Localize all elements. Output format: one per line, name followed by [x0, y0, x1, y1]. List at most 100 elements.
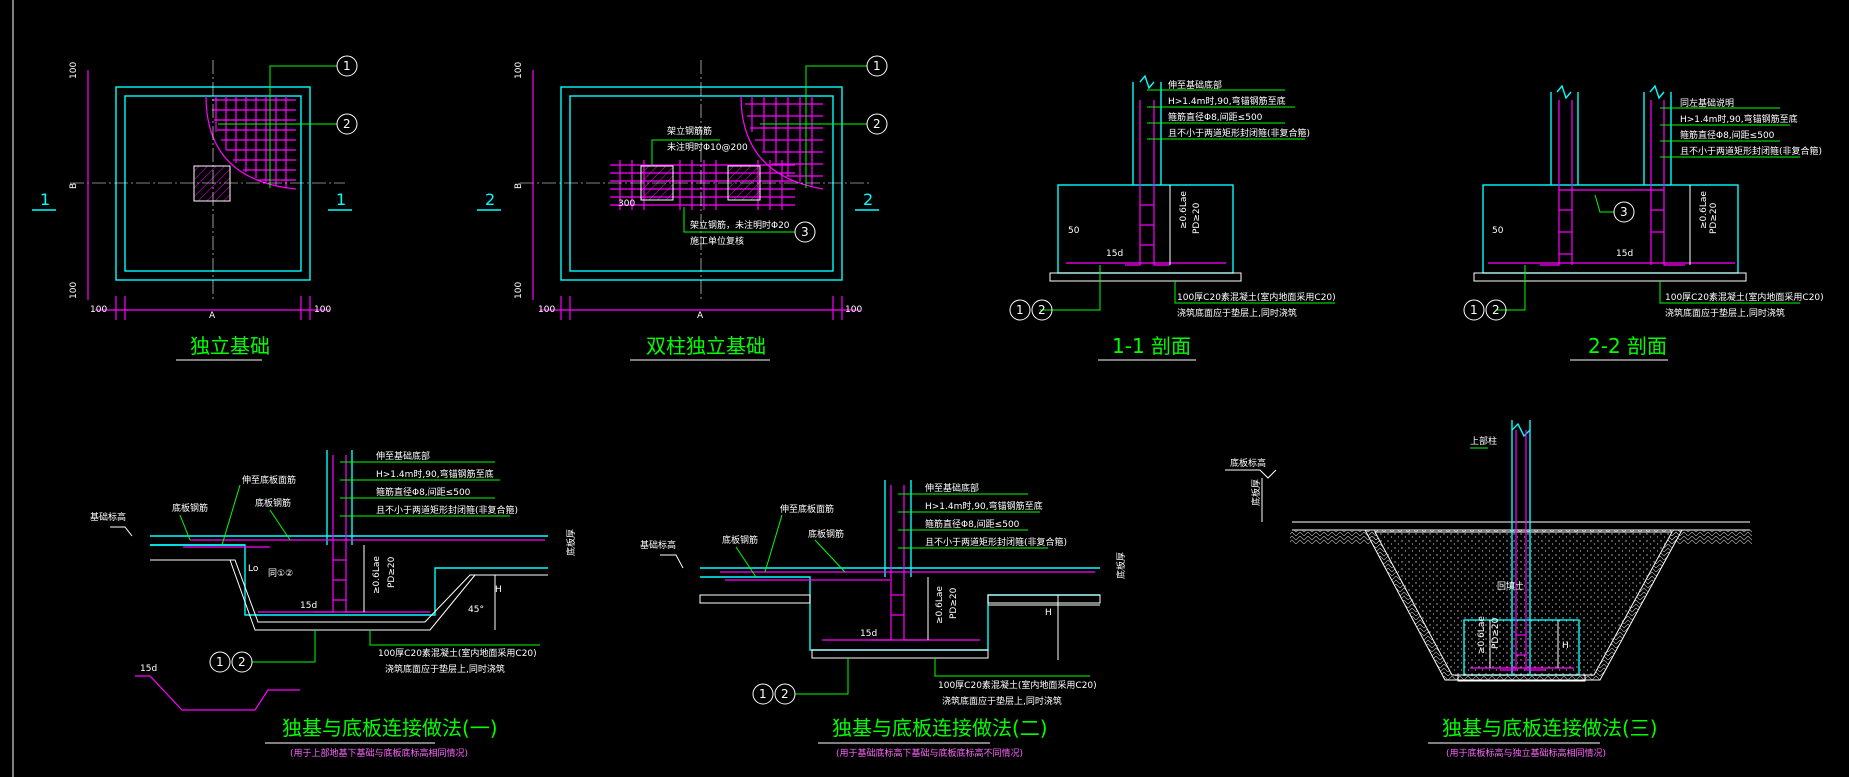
- conn2-h: H: [1045, 608, 1052, 618]
- sec11-note-1: 伸至基础底部: [1168, 79, 1222, 91]
- conn3-h: H: [1562, 641, 1569, 651]
- conn3-lae: ≥0.6Lae: [1477, 616, 1487, 654]
- plan2-note-d: 施工单位复核: [690, 235, 744, 247]
- conn3-label-2: 底板标高: [1230, 457, 1266, 469]
- plan1-callout-2: 2: [343, 117, 351, 131]
- conn1-callout-1: 1: [216, 655, 224, 669]
- conn1-lo: Lo: [248, 564, 259, 574]
- section-1-1: ≥0.6Lae PD≥20 50 15d 伸至基础底部 H>1.4m时,90,弯…: [1009, 74, 1336, 361]
- plan2-title: 双柱独立基础: [646, 334, 766, 358]
- plan-isolated-footing: 100 100 A 100 100 B 1 1 1 2 独立基础: [32, 55, 358, 361]
- plan2-dim-left: 100: [538, 305, 555, 315]
- sec11-note-4: 且不小于两道矩形封闭箍(非复合箍): [1168, 127, 1310, 139]
- plan2-callout-2: 2: [873, 117, 881, 131]
- plan1-callout-1: 1: [343, 59, 351, 73]
- conn3-pd: PD≥20: [1491, 617, 1501, 649]
- conn1-callout-2: 2: [238, 655, 246, 669]
- conn2-thk: 底板厚: [1115, 552, 1127, 579]
- sec11-pd: PD≥20: [1192, 202, 1202, 234]
- plan2-note-a: 架立钢筋筋: [667, 125, 712, 137]
- plan1-dim-height: B: [69, 183, 79, 189]
- conn1-lae: ≥0.6Lae: [372, 556, 382, 594]
- conn2-note-2: H>1.4m时,90,弯锚钢筋至底: [925, 500, 1043, 512]
- plan1-title: 独立基础: [190, 334, 270, 358]
- conn2-callout-2: 2: [781, 687, 789, 701]
- conn1-label-1: 基础标高: [90, 511, 126, 523]
- plan1-dim-right: 100: [314, 305, 331, 315]
- conn2-label-2: 底板钢筋: [722, 534, 758, 546]
- section-2-2: ≥0.6Lae PD≥20 50 15d 同左基础说明 H>1.4m时,90,弯…: [1463, 84, 1824, 361]
- conn2-note-6: 浇筑底面应于垫层上,同时浇筑: [942, 695, 1062, 707]
- connection-detail-2: ≥0.6Lae PD≥20 15d H 底板厚 基础标高 底板钢筋 伸至底板面筋…: [640, 480, 1127, 759]
- sec11-d50: 50: [1068, 226, 1080, 236]
- conn2-d15: 15d: [860, 629, 877, 639]
- sec11-lae: ≥0.6Lae: [1179, 191, 1189, 229]
- conn1-label-2: 底板钢筋: [172, 502, 208, 514]
- sec22-note-4: 且不小于两道矩形封闭箍(非复合箍): [1680, 145, 1822, 157]
- conn2-note-3: 箍筋直径Φ8,间距≤500: [925, 518, 1020, 530]
- conn1-note-4: 且不小于两道矩形封闭箍(非复合箍): [376, 504, 518, 516]
- conn3-subtitle: (用于底板标高与独立基础标高相同情况): [1446, 747, 1606, 759]
- sec22-callout-3: 3: [1620, 205, 1628, 219]
- plan1-dim-top: 100: [69, 62, 79, 79]
- conn1-d15b: 15d: [140, 664, 157, 674]
- conn3-label-1: 上部柱: [1470, 435, 1497, 447]
- sec22-lae: ≥0.6Lae: [1699, 191, 1709, 229]
- plan2-dim-top: 100: [514, 62, 524, 79]
- conn1-same: 同①②: [268, 568, 293, 579]
- sec22-d15: 15d: [1616, 249, 1633, 259]
- sec11-note-5: 100厚C20素混凝土(室内地面采用C20): [1177, 291, 1336, 303]
- plan2-callout-3: 3: [801, 225, 809, 239]
- conn1-title: 独基与底板连接做法(一): [282, 716, 498, 740]
- sec11-title: 1-1 剖面: [1112, 334, 1191, 358]
- plan-double-column-footing: 100 100 A 100 100 B 2 2 300 架立钢筋筋 未注明时Φ1…: [477, 55, 888, 361]
- plan1-section-left: 1: [40, 190, 50, 209]
- sec11-note-6: 浇筑底面应于垫层上,同时浇筑: [1177, 307, 1297, 319]
- conn1-angle: 45°: [468, 605, 484, 615]
- plan1-dim-bottom: 100: [69, 282, 79, 299]
- plan2-note-c: 架立钢筋，未注明时Φ20: [690, 219, 790, 231]
- plan1-dim-left: 100: [90, 305, 107, 315]
- sec11-note-2: H>1.4m时,90,弯锚钢筋至底: [1168, 95, 1286, 107]
- sec22-note-1: 同左基础说明: [1680, 97, 1734, 109]
- plan2-dim-width: A: [697, 311, 704, 321]
- sec22-note-6: 浇筑底面应于垫层上,同时浇筑: [1665, 307, 1785, 319]
- plan2-section-right: 2: [863, 190, 873, 209]
- sec22-pd: PD≥20: [1709, 202, 1719, 234]
- conn1-d15: 15d: [300, 601, 317, 611]
- sec11-note-3: 箍筋直径Φ8,间距≤500: [1168, 111, 1263, 123]
- sec22-note-5: 100厚C20素混凝土(室内地面采用C20): [1665, 291, 1824, 303]
- sec22-note-3: 箍筋直径Φ8,间距≤500: [1680, 129, 1775, 141]
- conn1-note-3: 箍筋直径Φ8,间距≤500: [376, 486, 471, 498]
- plan2-section-left: 2: [485, 190, 495, 209]
- conn2-title: 独基与底板连接做法(二): [832, 716, 1048, 740]
- plan2-callout-1: 1: [873, 59, 881, 73]
- plan2-dim-right: 100: [845, 305, 862, 315]
- connection-detail-1: ≥0.6Lae PD≥20 15d Lo 同①② H 45° 底板厚 基础标高 …: [90, 450, 577, 759]
- sec22-title: 2-2 剖面: [1588, 334, 1667, 358]
- sec22-d50: 50: [1492, 226, 1504, 236]
- conn2-lae: ≥0.6Lae: [935, 586, 945, 624]
- conn1-note-5: 100厚C20素混凝土(室内地面采用C20): [378, 647, 537, 659]
- conn2-note-1: 伸至基础底部: [925, 482, 979, 494]
- conn1-thk: 底板厚: [565, 529, 577, 556]
- sec11-callout-1: 1: [1016, 303, 1024, 317]
- sec11-callout-2: 2: [1038, 303, 1046, 317]
- conn2-note-4: 且不小于两道矩形封闭箍(非复合箍): [925, 536, 1067, 548]
- conn2-label-3: 伸至底板面筋: [780, 503, 834, 515]
- conn1-label-4: 底板钢筋: [255, 497, 291, 509]
- plan2-dim-height: B: [514, 183, 524, 189]
- conn3-label-3: 底板厚: [1250, 479, 1262, 506]
- conn1-h: H: [495, 585, 502, 595]
- conn3-title: 独基与底板连接做法(三): [1442, 716, 1658, 740]
- conn3-fill: 回填土: [1497, 580, 1524, 592]
- conn2-label-1: 基础标高: [640, 539, 676, 551]
- conn2-subtitle: (用于基础底标高下基础与底板底标高不同情况): [836, 747, 1023, 759]
- conn2-label-4: 底板钢筋: [808, 528, 844, 540]
- conn1-pd: PD≥20: [387, 556, 397, 588]
- conn2-pd: PD≥20: [949, 587, 959, 619]
- conn2-note-5: 100厚C20素混凝土(室内地面采用C20): [938, 679, 1097, 691]
- plan1-section-right: 1: [336, 190, 346, 209]
- sec11-d15: 15d: [1106, 249, 1123, 259]
